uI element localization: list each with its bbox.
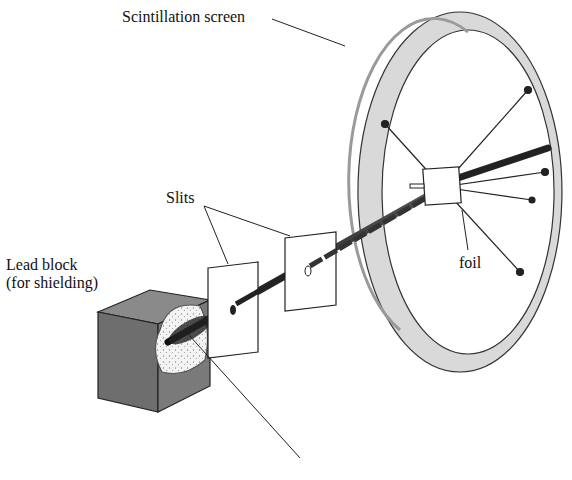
slit-plate: [208, 262, 258, 358]
gold-foil: [410, 167, 461, 205]
transmitted-beam: [452, 148, 548, 180]
part-label: Scintillation screen: [122, 8, 270, 26]
part-label: foil: [459, 254, 499, 272]
alpha-beam: [310, 192, 436, 266]
part-label: Lead block (for shielding): [6, 256, 103, 292]
leader-line: [188, 19, 468, 458]
scattered-rays: [382, 87, 549, 276]
screen-inner-shade: [349, 19, 468, 330]
part-label: Slits: [166, 189, 206, 207]
lead-block: [98, 290, 210, 412]
alpha-beam: [236, 273, 290, 304]
slit-plate: [285, 232, 336, 311]
